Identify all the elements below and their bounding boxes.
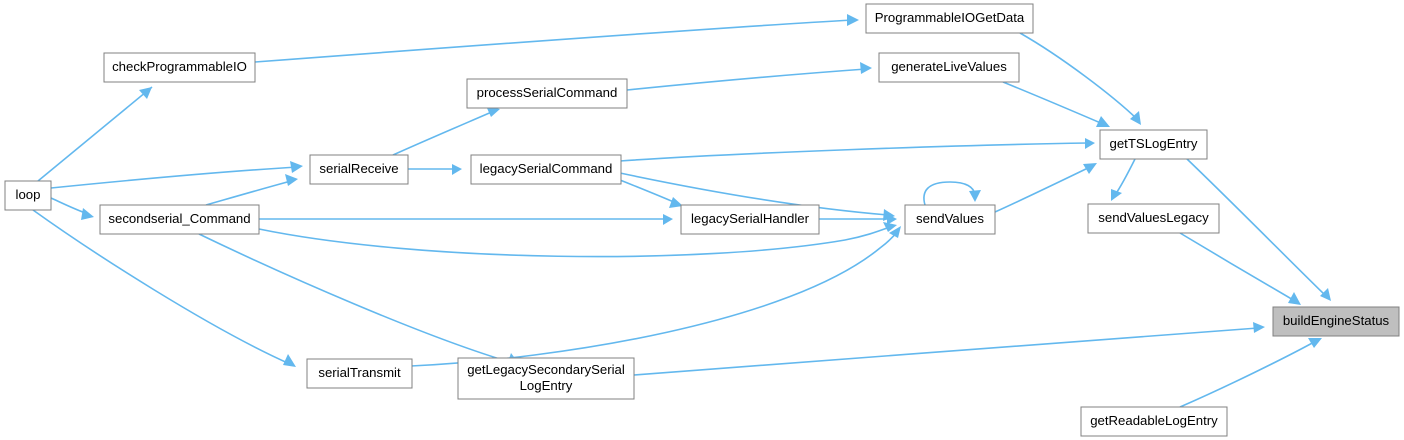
edge-sendValues-self-loop — [923, 181, 976, 206]
arrowhead-getReadableLogEntry-to-buildEngineStatus — [1308, 338, 1322, 348]
edge-loop-to-serialReceive — [50, 166, 299, 189]
node-label-serialReceive: serialReceive — [319, 161, 398, 176]
edge-generateLiveValues-to-getTSLogEntry — [1002, 81, 1104, 125]
node-box-programmableIOGetData[interactable] — [865, 3, 1034, 34]
arrowhead-loop-to-checkProgrammableIO — [139, 87, 152, 99]
node-label-buildEngineStatus: buildEngineStatus — [1283, 313, 1390, 328]
arrowhead-programmableIOGetData-to-getTSLogEntry — [1130, 111, 1141, 125]
node-getTSLogEntry[interactable]: getTSLogEntry — [1099, 129, 1208, 160]
node-layer: ProgrammableIOGetData checkProgrammableIO… — [4, 3, 1400, 437]
node-label-getTSLogEntry: getTSLogEntry — [1110, 136, 1198, 151]
arrowhead-getLegacySecondarySerialLogEntry-to-buildEngineStatus — [1253, 322, 1265, 333]
node-serialTransmit[interactable]: serialTransmit — [306, 358, 413, 389]
edge-legacySerialCommand-to-getTSLogEntry — [619, 142, 1089, 162]
arrowhead-processSerialCommand-to-generateLiveValues — [860, 62, 872, 74]
node-programmableIOGetData[interactable]: ProgrammableIOGetData — [865, 3, 1034, 34]
node-sendValuesLegacy[interactable]: sendValuesLegacy — [1087, 203, 1220, 234]
arrowhead-sendValues-to-getTSLogEntry — [1083, 163, 1097, 174]
node-loop[interactable]: loop — [4, 180, 52, 211]
node-box-legacySerialHandler[interactable] — [680, 204, 820, 235]
arrowhead-sendValues-self-loop — [969, 190, 981, 202]
node-box-buildEngineStatus[interactable] — [1272, 306, 1400, 337]
node-box-checkProgrammableIO[interactable] — [103, 52, 256, 83]
node-label-sendValues: sendValues — [916, 211, 984, 226]
node-box-legacySerialCommand[interactable] — [470, 154, 622, 185]
node-checkProgrammableIO[interactable]: checkProgrammableIO — [103, 52, 256, 83]
node-legacySerialHandler[interactable]: legacySerialHandler — [680, 204, 820, 235]
edge-loop-to-checkProgrammableIO — [37, 86, 153, 182]
arrowhead-sendValuesLegacy-to-buildEngineStatus — [1288, 292, 1301, 305]
node-box-getLegacySecondarySerialLogEntry[interactable] — [457, 357, 635, 400]
node-getReadableLogEntry[interactable]: getReadableLogEntry — [1080, 406, 1228, 437]
arrowhead-serialReceive-to-processSerialCommand — [486, 106, 500, 117]
edge-serialReceive-to-processSerialCommand — [392, 110, 495, 156]
arrowhead-loop-to-secondserialCommand — [81, 208, 94, 220]
node-box-getReadableLogEntry[interactable] — [1080, 406, 1228, 437]
node-label-getLegacySecondarySerialLogEntry: getLegacySecondarySerial — [467, 362, 625, 377]
edge-secondserialCommand-to-sendValues — [258, 226, 891, 258]
node-serialReceive[interactable]: serialReceive — [309, 154, 409, 185]
edge-secondserialCommand-to-serialReceive — [205, 180, 292, 206]
arrowhead-legacySerialHandler-to-sendValues — [887, 214, 897, 225]
node-label-programmableIOGetData: ProgrammableIOGetData — [875, 10, 1025, 25]
edge-processSerialCommand-to-generateLiveValues — [626, 68, 867, 91]
edge-sendValues-to-getTSLogEntry — [994, 166, 1091, 213]
edge-secondserialCommand-to-getLegacySecondarySerialLogEntry — [198, 233, 514, 364]
node-label-serialTransmit: serialTransmit — [318, 365, 401, 380]
node-box-sendValuesLegacy[interactable] — [1087, 203, 1220, 234]
node-label-secondserialCommand: secondserial_Command — [108, 211, 250, 226]
node-secondserialCommand[interactable]: secondserial_Command — [99, 204, 260, 235]
arrowhead-getTSLogEntry-to-sendValuesLegacy — [1111, 189, 1122, 201]
node-box-getTSLogEntry[interactable] — [1099, 129, 1208, 160]
node-label-processSerialCommand: processSerialCommand — [477, 85, 618, 100]
arrowhead-secondserialCommand-to-sendValues — [883, 222, 897, 232]
node-sendValues[interactable]: sendValues — [904, 204, 996, 235]
arrowhead-checkProgrammableIO-to-programmableIOGetData — [847, 14, 859, 26]
arrowhead-serialReceive-to-legacySerialCommand — [452, 164, 462, 175]
edge-getLegacySecondarySerialLogEntry-to-buildEngineStatus — [633, 327, 1259, 376]
edge-checkProgrammableIO-to-programmableIOGetData — [254, 19, 854, 63]
edge-programmableIOGetData-to-getTSLogEntry — [1019, 32, 1138, 120]
arrowhead-loop-to-serialTransmit — [283, 354, 296, 367]
arrowhead-getTSLogEntry-to-buildEngineStatus — [1320, 288, 1331, 301]
node-box-secondserialCommand[interactable] — [99, 204, 260, 235]
node-buildEngineStatus[interactable]: buildEngineStatus — [1272, 306, 1400, 337]
node-label-getReadableLogEntry: getReadableLogEntry — [1090, 413, 1218, 428]
node-box-loop[interactable] — [4, 180, 52, 211]
node-box-serialTransmit[interactable] — [306, 358, 413, 389]
node-box-generateLiveValues[interactable] — [878, 52, 1020, 83]
node-box-sendValues[interactable] — [904, 204, 996, 235]
node-label-checkProgrammableIO: checkProgrammableIO — [112, 59, 247, 74]
edge-getTSLogEntry-to-sendValuesLegacy — [1114, 158, 1136, 196]
edge-loop-to-serialTransmit — [32, 209, 291, 365]
arrowhead-secondserialCommand-to-serialReceive — [285, 174, 298, 186]
node-label-legacySerialCommand: legacySerialCommand — [480, 161, 613, 176]
arrowhead-generateLiveValues-to-getTSLogEntry — [1096, 116, 1110, 127]
edge-getReadableLogEntry-to-buildEngineStatus — [1179, 340, 1317, 408]
node-legacySerialCommand[interactable]: legacySerialCommand — [470, 154, 622, 185]
edge-serialTransmit-to-sendValues — [410, 231, 898, 367]
node-label-sendValuesLegacy: sendValuesLegacy — [1098, 210, 1209, 225]
node-box-processSerialCommand[interactable] — [466, 78, 628, 109]
node-label-generateLiveValues: generateLiveValues — [891, 59, 1007, 74]
arrowhead-secondserialCommand-to-legacySerialHandler — [663, 214, 673, 225]
node-box-serialReceive[interactable] — [309, 154, 409, 185]
edge-legacySerialCommand-to-sendValues — [619, 172, 889, 216]
arrowhead-legacySerialCommand-to-legacySerialHandler — [669, 197, 683, 208]
edge-getTSLogEntry-to-buildEngineStatus — [1186, 158, 1327, 297]
node-label-loop: loop — [16, 187, 41, 202]
node-label-legacySerialHandler: legacySerialHandler — [691, 211, 810, 226]
edge-layer — [32, 14, 1331, 408]
node-processSerialCommand[interactable]: processSerialCommand — [466, 78, 628, 109]
arrowhead-serialTransmit-to-sendValues — [889, 226, 901, 238]
edge-sendValuesLegacy-to-buildEngineStatus — [1179, 232, 1296, 302]
arrowhead-legacySerialCommand-to-getTSLogEntry — [1085, 138, 1095, 149]
arrowhead-loop-to-serialReceive — [290, 161, 303, 173]
node-label-getLegacySecondarySerialLogEntry: LogEntry — [520, 378, 573, 393]
node-generateLiveValues[interactable]: generateLiveValues — [878, 52, 1020, 83]
